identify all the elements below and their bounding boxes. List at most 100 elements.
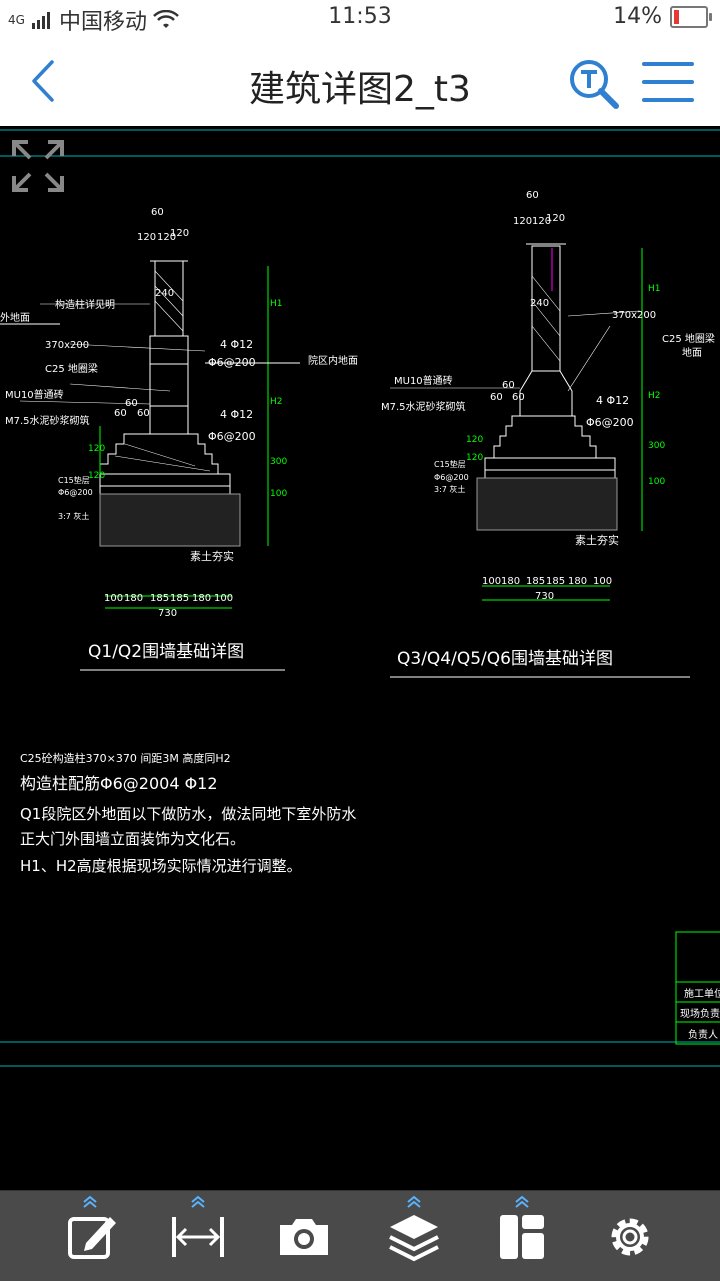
right-dim-120b: 120 [532, 216, 551, 227]
app-bar: 建筑详图2_t3 [0, 36, 720, 127]
right-side-100: 100 [648, 477, 665, 487]
left-label-4: 4 Φ12 [220, 338, 253, 351]
left-label-8: M7.5水泥砂浆砌筑 [5, 414, 90, 427]
left-label-9: 60 [125, 398, 138, 409]
wifi-icon [153, 10, 179, 28]
right-label-1: C25 地圈梁 [662, 332, 715, 345]
left-label-6: 院区内地面 [308, 354, 358, 367]
layers-icon[interactable] [386, 1209, 442, 1265]
bottom-toolbar [0, 1190, 720, 1281]
caret-up-icon [83, 1195, 97, 1208]
zoom-text-icon[interactable] [568, 58, 620, 110]
note-4: H1、H2高度根据现场实际情况进行调整。 [20, 857, 302, 875]
right-label-9: Φ6@200 [586, 416, 634, 429]
left-label-7: MU10普通砖 [5, 388, 64, 401]
left-dim-120a: 120 [137, 232, 156, 243]
note-3: 正大门外围墙立面装饰为文化石。 [20, 830, 245, 848]
right-total: 730 [535, 591, 554, 602]
notes: C25砼构造柱370×370 间距3M 高度同H2 构造柱配筋Φ6@2004 Φ… [20, 751, 356, 875]
right-dim-60: 60 [526, 190, 539, 201]
left-label-10: 60 [114, 408, 127, 419]
right-side-300: 300 [648, 441, 665, 451]
note-0: C25砼构造柱370×370 间距3M 高度同H2 [20, 751, 231, 765]
left-dim-240: 240 [155, 288, 174, 299]
status-time: 11:53 [328, 4, 392, 29]
left-label-3: C25 地圈梁 [45, 362, 98, 375]
left-label-13: Φ6@200 [208, 430, 256, 443]
battery-icon [670, 5, 712, 28]
left-label-15: Φ6@200 [58, 488, 93, 497]
left-side-h1: H1 [270, 299, 283, 309]
right-side-120a: 120 [466, 435, 483, 445]
right-label-11: Φ6@200 [434, 473, 469, 482]
right-label-8: 4 Φ12 [596, 394, 629, 407]
titleblock-1: 现场负责人 [680, 1007, 720, 1020]
left-side-100: 100 [270, 489, 287, 499]
left-side-120b: 120 [88, 471, 105, 481]
right-label-10: C15垫层 [434, 459, 466, 469]
right-detail: 60 120 120 120 240 370x200 C25 地圈梁 地面 MU… [381, 190, 715, 678]
left-label-14: C15垫层 [58, 475, 90, 485]
left-dim-60: 60 [151, 207, 164, 218]
right-side-120b: 120 [466, 453, 483, 463]
left-dim-120c: 120 [170, 228, 189, 239]
right-dim-240: 240 [530, 298, 549, 309]
fullscreen-icon[interactable] [10, 138, 66, 194]
right-bottom-2: 185 [526, 576, 545, 587]
menu-icon[interactable] [640, 58, 696, 106]
right-label-3: MU10普通砖 [394, 374, 453, 387]
battery-percent: 14% [613, 4, 662, 29]
left-side-h2: H2 [270, 397, 283, 407]
caret-up-icon [407, 1195, 421, 1208]
right-bottom-0: 100 [482, 576, 501, 587]
note-2: Q1段院区外地面以下做防水，做法同地下室外防水 [20, 805, 356, 823]
right-label-13: 素土夯实 [575, 533, 619, 547]
note-1: 构造柱配筋Φ6@2004 Φ12 [20, 774, 218, 793]
right-label-7: 60 [512, 392, 525, 403]
page-title: 建筑详图2_t3 [249, 69, 471, 110]
right-label-12: 3:7 灰土 [434, 484, 465, 494]
left-label-0: 构造柱详见明 [55, 298, 115, 311]
measure-icon[interactable] [170, 1209, 226, 1265]
left-bottom-1: 180 [124, 593, 143, 604]
right-label-2: 地面 [682, 346, 702, 359]
right-side-h2: H2 [648, 391, 661, 401]
back-icon[interactable] [20, 56, 70, 106]
left-label-5: Φ6@200 [208, 356, 256, 369]
left-dim-120b: 120 [157, 232, 176, 243]
title-block: 施工单位 现场负责人 负责人 [675, 931, 720, 1045]
right-label-5: 60 [502, 380, 515, 391]
signal-icon [31, 12, 50, 29]
cad-drawing[interactable]: 60 120 120 120 240 构造柱详见明 外地面 370x200 C2… [0, 126, 720, 1190]
status-right: 14% [613, 4, 712, 29]
network-label: 4G [8, 13, 25, 27]
left-detail-title: Q1/Q2围墙基础详图 [88, 642, 244, 662]
left-bottom-0: 100 [104, 593, 123, 604]
left-side-120a: 120 [88, 444, 105, 454]
right-label-4: M7.5水泥砂浆砌筑 [381, 400, 466, 413]
right-bottom-4: 180 [568, 576, 587, 587]
camera-icon[interactable] [276, 1209, 332, 1265]
status-left: 4G 中国移动 [8, 4, 179, 36]
right-bottom-3: 185 [546, 576, 565, 587]
left-bottom-3: 185 [170, 593, 189, 604]
left-label-16: 3:7 灰土 [58, 511, 89, 521]
left-detail: 60 120 120 120 240 构造柱详见明 外地面 370x200 C2… [0, 207, 358, 671]
right-bottom-5: 100 [593, 576, 612, 587]
layout-icon[interactable] [494, 1209, 550, 1265]
left-label-12: 4 Φ12 [220, 408, 253, 421]
left-label-2: 370x200 [45, 340, 89, 351]
carrier-label: 中国移动 [58, 10, 147, 35]
left-total: 730 [158, 608, 177, 619]
left-bottom-5: 100 [214, 593, 233, 604]
status-bar: 4G 中国移动 11:53 14% [0, 0, 720, 36]
settings-icon[interactable] [602, 1209, 658, 1265]
drawing-canvas[interactable]: 60 120 120 120 240 构造柱详见明 外地面 370x200 C2… [0, 126, 720, 1190]
titleblock-2: 负责人 [688, 1028, 718, 1041]
caret-up-icon [515, 1195, 529, 1208]
left-label-1: 外地面 [0, 311, 30, 324]
right-label-0: 370x200 [612, 310, 656, 321]
right-bottom-1: 180 [501, 576, 520, 587]
left-bottom-2: 185 [150, 593, 169, 604]
edit-icon[interactable] [64, 1209, 120, 1265]
